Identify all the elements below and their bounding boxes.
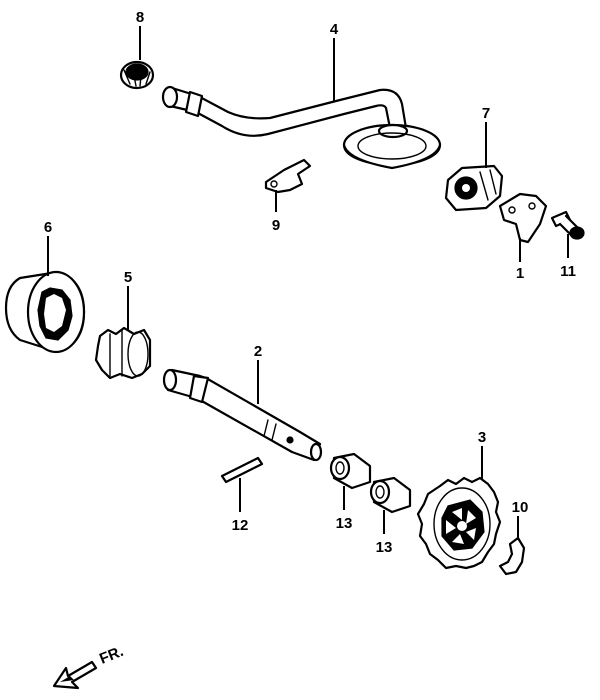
- part-10-circlip: [498, 536, 526, 576]
- callout-7: 7: [482, 105, 490, 122]
- part-6-outer-rotor: [4, 270, 86, 354]
- callout-11: 11: [560, 263, 576, 280]
- part-7-pump-body: [444, 164, 504, 212]
- part-3-drive-gear: [416, 476, 502, 570]
- callout-13-upper: 13: [336, 515, 353, 532]
- front-arrow-icon: [52, 660, 98, 690]
- part-9-clip: [264, 158, 312, 194]
- front-label: FR.: [97, 643, 126, 668]
- callout-10: 10: [512, 499, 529, 516]
- callout-labels: 8 4 7 9 6 5 2 3 10 1 11 12 13 13: [44, 9, 576, 556]
- part-13-bushing-upper: [329, 452, 372, 490]
- callout-13-lower: 13: [376, 539, 393, 556]
- part-4-oil-pipe: [161, 85, 442, 170]
- front-direction-indicator: FR.: [52, 643, 126, 690]
- callout-2: 2: [254, 343, 262, 360]
- part-2-pump-shaft: [162, 368, 323, 462]
- callout-5: 5: [124, 269, 132, 286]
- part-8-grommet: [119, 60, 155, 90]
- callout-12: 12: [232, 517, 249, 534]
- callout-8: 8: [136, 9, 144, 26]
- part-13-bushing-lower: [369, 476, 412, 514]
- leader-lines: [47, 26, 569, 540]
- callout-3: 3: [478, 429, 486, 446]
- callout-9: 9: [272, 217, 280, 234]
- callout-6: 6: [44, 219, 52, 236]
- part-5-inner-rotor: [94, 326, 152, 380]
- part-11-bolt: [550, 210, 585, 240]
- callout-1: 1: [516, 265, 524, 282]
- part-12-pin: [220, 456, 264, 484]
- part-1-bracket: [498, 192, 548, 244]
- callout-4: 4: [330, 21, 339, 38]
